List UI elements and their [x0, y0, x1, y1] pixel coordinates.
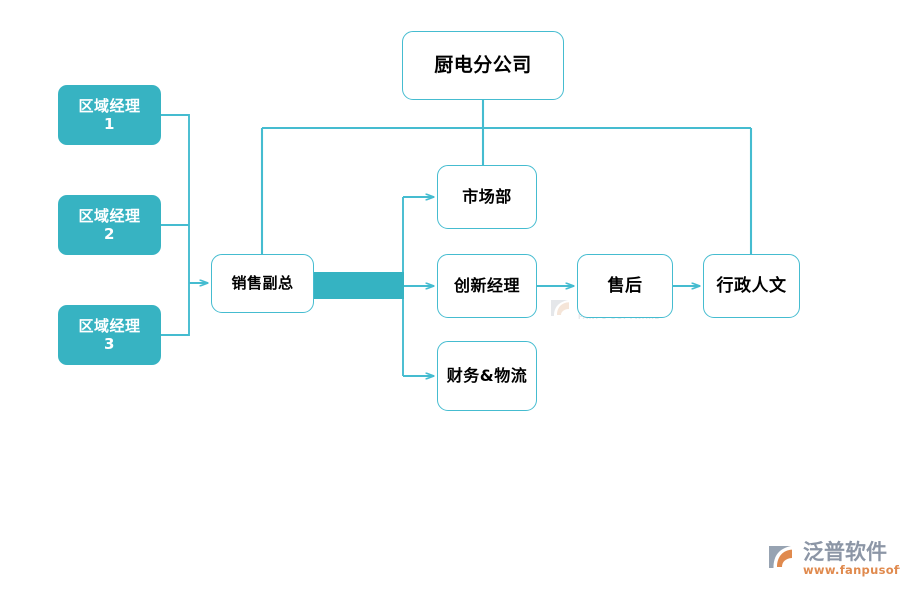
node-finance-logistics[interactable]: 财务&物流: [437, 341, 537, 411]
edge-region3-merge: [161, 283, 190, 336]
node-label: 行政人文: [716, 275, 787, 296]
sales-vp-connector-bar: [314, 272, 404, 299]
node-sales-vp[interactable]: 销售副总: [211, 254, 314, 313]
logo-brand-name: 泛普软件: [803, 540, 887, 564]
node-region-manager-1[interactable]: 区域经理 1: [58, 85, 161, 145]
edge-region1-merge: [161, 114, 190, 283]
node-top-company[interactable]: 厨电分公司: [402, 31, 564, 100]
node-label: 销售副总: [231, 274, 294, 293]
node-region-manager-2[interactable]: 区域经理 2: [58, 195, 161, 255]
node-label: 创新经理: [453, 276, 520, 296]
node-label: 区域经理 2: [78, 206, 141, 243]
node-label: 区域经理 3: [78, 316, 141, 353]
node-innovation-manager[interactable]: 创新经理: [437, 254, 537, 318]
node-region-manager-3[interactable]: 区域经理 3: [58, 305, 161, 365]
node-label: 厨电分公司: [434, 53, 532, 76]
node-label: 售后: [607, 275, 643, 296]
node-marketing-dept[interactable]: 市场部: [437, 165, 537, 229]
logo-url: www.fanpusoft.com: [803, 563, 900, 578]
node-label: 市场部: [462, 187, 512, 207]
node-label: 财务&物流: [446, 366, 528, 386]
node-label: 区域经理 1: [78, 96, 141, 133]
node-after-sales[interactable]: 售后: [577, 254, 673, 318]
node-admin-hr[interactable]: 行政人文: [703, 254, 800, 318]
logo-mark-icon: [769, 546, 792, 568]
watermark-logo-icon: [551, 300, 569, 316]
brand-logo: 泛普软件 www.fanpusoft.com: [766, 541, 900, 589]
